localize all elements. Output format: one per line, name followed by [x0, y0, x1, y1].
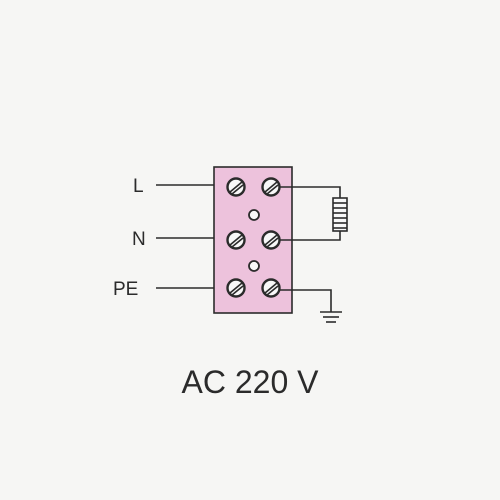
label-neutral: N: [132, 229, 146, 250]
voltage-caption: AC 220 V: [182, 364, 320, 400]
heating-coil-icon: [279, 186, 348, 241]
label-protective-earth: PE: [113, 279, 138, 300]
screw-terminal-icon: [261, 177, 281, 197]
screw-terminal-icon: [261, 278, 281, 298]
ground-icon: [279, 289, 342, 323]
screw-terminal-icon: [226, 230, 246, 250]
mounting-hole: [248, 209, 260, 221]
screw-terminal-icon: [261, 230, 281, 250]
screw-terminal-icon: [226, 278, 246, 298]
mounting-hole: [248, 260, 260, 272]
screw-terminal-icon: [226, 177, 246, 197]
label-live: L: [133, 176, 144, 197]
